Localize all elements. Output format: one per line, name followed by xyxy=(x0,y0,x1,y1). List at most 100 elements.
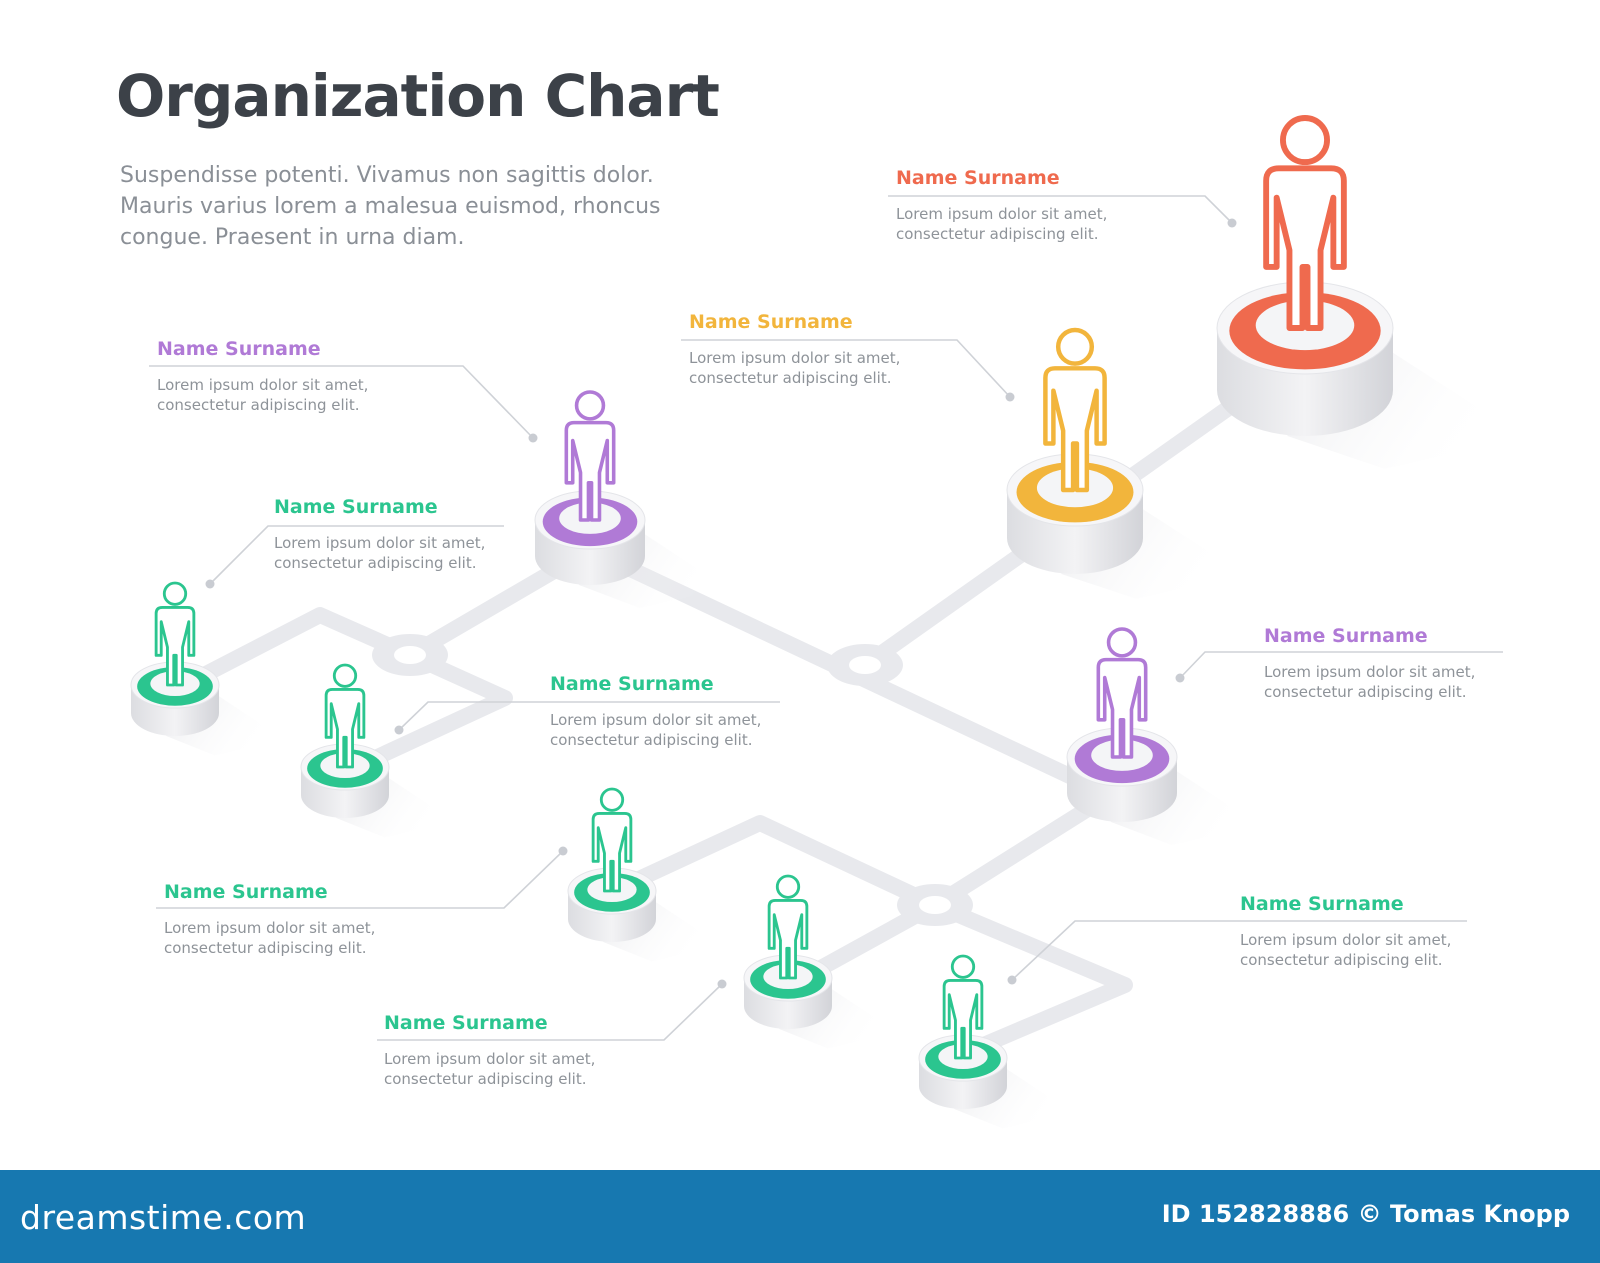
description-line: congue. Praesent in urna diam. xyxy=(120,225,465,250)
member-node xyxy=(567,787,722,962)
member-description-line: consectetur adipiscing elit. xyxy=(164,939,367,957)
member-card-team-3: Name Surname Lorem ipsum dolor sit amet,… xyxy=(164,880,375,958)
member-node xyxy=(1006,327,1245,599)
member-description-line: Lorem ipsum dolor sit amet, xyxy=(164,919,376,937)
leader-dot xyxy=(205,579,215,589)
person-body-icon xyxy=(767,898,809,980)
leader-dot xyxy=(1227,218,1237,228)
leader-line xyxy=(398,701,780,731)
person-body-icon xyxy=(1096,657,1148,759)
member-node xyxy=(743,874,898,1049)
member-description: Lorem ipsum dolor sit amet, consectetur a… xyxy=(164,918,375,958)
brand-logo: dreamstime.com xyxy=(20,1198,307,1237)
member-name: Name Surname xyxy=(157,338,321,360)
leader-dot xyxy=(394,725,404,735)
member-description-line: consectetur adipiscing elit. xyxy=(274,554,477,572)
member-description-line: consectetur adipiscing elit. xyxy=(689,369,892,387)
member-description-line: consectetur adipiscing elit. xyxy=(384,1070,587,1088)
member-description-line: Lorem ipsum dolor sit amet, xyxy=(689,349,901,367)
leader-dot xyxy=(717,979,727,989)
member-description: Lorem ipsum dolor sit amet, consectetur a… xyxy=(689,348,900,388)
leader-line xyxy=(156,850,564,909)
member-description-line: consectetur adipiscing elit. xyxy=(1240,951,1443,969)
member-description: Lorem ipsum dolor sit amet, consectetur a… xyxy=(384,1049,595,1089)
member-description-line: Lorem ipsum dolor sit amet, xyxy=(1264,663,1476,681)
person-head-icon xyxy=(574,390,606,421)
member-name: Name Surname xyxy=(896,167,1060,189)
leader-line xyxy=(377,983,723,1041)
leader-dot xyxy=(1005,392,1015,402)
person-body-icon xyxy=(1263,165,1347,331)
member-description: Lorem ipsum dolor sit amet, consectetur a… xyxy=(274,533,485,573)
person-head-icon xyxy=(1055,327,1095,366)
page-description: Suspendisse potenti. Vivamus non sagitti… xyxy=(120,160,700,253)
person-head-icon xyxy=(775,874,801,899)
member-description-line: consectetur adipiscing elit. xyxy=(157,396,360,414)
member-node xyxy=(1066,627,1260,845)
member-card-team-4: Name Surname Lorem ipsum dolor sit amet,… xyxy=(384,1011,595,1089)
leader-dot xyxy=(1007,975,1017,985)
person-body-icon xyxy=(154,605,196,687)
member-description: Lorem ipsum dolor sit amet, consectetur a… xyxy=(550,710,761,750)
person-body-icon xyxy=(324,687,366,769)
person-body-icon xyxy=(1043,366,1107,493)
member-description-line: consectetur adipiscing elit. xyxy=(896,225,1099,243)
member-card-manager: Name Surname Lorem ipsum dolor sit amet,… xyxy=(689,310,900,388)
person-body-icon xyxy=(564,420,616,522)
page-title: Organization Chart xyxy=(116,62,720,130)
member-node xyxy=(300,663,455,838)
footer-bar: dreamstime.com ID 152828886 © Tomas Knop… xyxy=(0,1170,1600,1263)
image-credit: ID 152828886 © Tomas Knopp xyxy=(1161,1200,1570,1228)
connector-track xyxy=(337,647,513,780)
connector-track xyxy=(927,787,1118,913)
member-card-top: Name Surname Lorem ipsum dolor sit amet,… xyxy=(896,166,1107,244)
member-description: Lorem ipsum dolor sit amet, consectetur a… xyxy=(1240,930,1451,970)
member-card-team-5: Name Surname Lorem ipsum dolor sit amet,… xyxy=(1240,892,1451,970)
leader-line xyxy=(681,339,1011,398)
member-description: Lorem ipsum dolor sit amet,consectetur a… xyxy=(896,204,1107,244)
member-node xyxy=(918,954,1073,1129)
connector-track xyxy=(167,607,418,698)
track-junction-hole xyxy=(919,896,951,914)
description-line: Mauris varius lorem a malesua euismod, r… xyxy=(120,194,661,219)
leader-dot xyxy=(1175,673,1185,683)
member-description-line: Lorem ipsum dolor sit amet, xyxy=(1240,931,1452,949)
member-pedestals xyxy=(130,115,1525,1129)
leader-line xyxy=(149,365,534,439)
member-description-line: Lorem ipsum dolor sit amet, xyxy=(274,534,486,552)
track-junction-hole xyxy=(849,656,881,674)
member-name: Name Surname xyxy=(274,496,438,518)
person-head-icon xyxy=(599,787,625,812)
person-body-icon xyxy=(942,978,984,1060)
person-head-icon xyxy=(332,663,358,688)
person-head-icon xyxy=(1280,115,1330,166)
member-card-lead-right: Name Surname Lorem ipsum dolor sit amet,… xyxy=(1264,624,1475,702)
member-node xyxy=(130,581,285,756)
person-head-icon xyxy=(162,581,188,606)
member-description-line: Lorem ipsum dolor sit amet, xyxy=(384,1050,596,1068)
member-name: Name Surname xyxy=(689,311,853,333)
leader-lines xyxy=(149,195,1503,1041)
org-chart-diagram xyxy=(130,115,1525,1129)
connector-track xyxy=(927,897,1133,1063)
member-description: Lorem ipsum dolor sit amet, consectetur a… xyxy=(1264,662,1475,702)
member-node xyxy=(534,390,728,608)
member-card-lead-left: Name Surname Lorem ipsum dolor sit amet,… xyxy=(157,337,368,415)
track-junction-hole xyxy=(394,646,426,664)
leader-dot xyxy=(528,433,538,443)
member-description-line: Lorem ipsum dolor sit amet, xyxy=(550,711,762,729)
member-card-team-2: Name Surname Lorem ipsum dolor sit amet,… xyxy=(550,672,761,750)
person-body-icon xyxy=(591,811,633,893)
member-description-line: consectetur adipiscing elit. xyxy=(1264,683,1467,701)
member-description-line: Lorem ipsum dolor sit amet, xyxy=(157,376,369,394)
leader-line xyxy=(209,525,504,585)
person-head-icon xyxy=(950,954,976,979)
description-line: Suspendisse potenti. Vivamus non sagitti… xyxy=(120,163,654,188)
leader-line xyxy=(888,195,1233,224)
person-head-icon xyxy=(1106,627,1138,658)
member-name: Name Surname xyxy=(384,1012,548,1034)
leader-line xyxy=(1011,920,1467,981)
member-description: Lorem ipsum dolor sit amet, consectetur a… xyxy=(157,375,368,415)
member-description-line: consectetur adipiscing elit. xyxy=(550,731,753,749)
leader-dot xyxy=(558,846,568,856)
